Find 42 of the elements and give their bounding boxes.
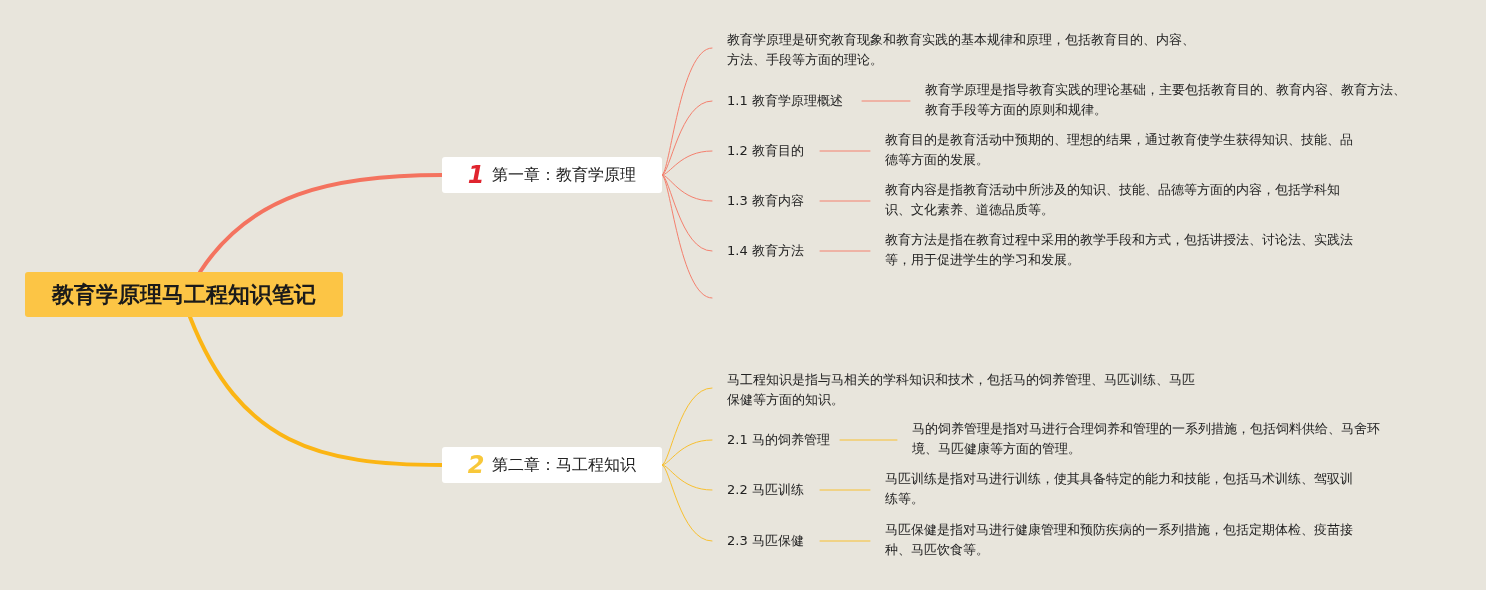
branch-line xyxy=(661,464,713,491)
description-text: 马匹训练是指对马进行训练，使其具备特定的能力和技能，包括马术训练、驾驭训练等。 xyxy=(870,469,1355,511)
subtopic-label: 1.4 教育方法 xyxy=(712,240,820,262)
connector-line xyxy=(861,100,911,102)
connector-line xyxy=(839,439,898,441)
subtopic-label: 2.2 马匹训练 xyxy=(712,479,820,501)
connector-line xyxy=(819,540,871,542)
connector-line xyxy=(819,150,871,152)
note-text: 马工程知识是指与马相关的学科知识和技术，包括马的饲养管理、马匹训练、马匹保健等方面的知识。 xyxy=(712,370,1202,412)
branch-line xyxy=(661,174,713,299)
topic-box xyxy=(442,157,662,193)
topic-title: 第二章：马工程知识 xyxy=(492,454,637,476)
branch-line xyxy=(661,100,713,176)
branch-line xyxy=(661,174,713,202)
subtopic-label: 1.3 教育内容 xyxy=(712,190,820,212)
branch-line xyxy=(661,150,713,176)
connector-line xyxy=(819,489,871,491)
description-text: 马匹保健是指对马进行健康管理和预防疾病的一系列措施，包括定期体检、疫苗接种、马匹饮食等。 xyxy=(870,520,1355,562)
subtopic-label: 2.1 马的饲养管理 xyxy=(712,429,840,451)
branch-curve xyxy=(188,315,444,467)
connector-line xyxy=(819,250,871,252)
branch-line xyxy=(661,439,713,466)
subtopic-label: 1.1 教育学原理概述 xyxy=(712,90,862,112)
description-text: 教育学原理是指导教育实践的理论基础，主要包括教育目的、教育内容、教育方法、教育手段等方面的原则和规律。 xyxy=(910,80,1410,122)
note-text: 教育学原理是研究教育现象和教育实践的基本规律和原理，包括教育目的、内容、方法、手段等方面的理论。 xyxy=(712,30,1202,72)
branch-line xyxy=(661,464,713,542)
connector-line xyxy=(819,200,871,202)
chapter-number: 2 xyxy=(467,451,485,479)
description-text: 教育目的是教育活动中预期的、理想的结果，通过教育使学生获得知识、技能、品德等方面的发展。 xyxy=(870,130,1355,172)
root-topic-box: 教育学原理马工程知识笔记 xyxy=(25,272,343,317)
description-text: 教育内容是指教育活动中所涉及的知识、技能、品德等方面的内容，包括学科知识、文化素养、道德品质等。 xyxy=(870,180,1355,222)
branch-line xyxy=(661,387,713,466)
description-text: 教育方法是指在教育过程中采用的教学手段和方式，包括讲授法、讨论法、实践法等，用于促进学生的学习和发展。 xyxy=(870,230,1355,272)
topic-title: 第一章：教育学原理 xyxy=(492,164,637,186)
chapter-number: 1 xyxy=(467,161,485,189)
topic-box xyxy=(442,447,662,483)
subtopic-label: 2.3 马匹保健 xyxy=(712,530,820,552)
description-text: 马的饲养管理是指对马进行合理饲养和管理的一系列措施，包括饲料供给、马舍环境、马匹健康等方面的管理。 xyxy=(897,419,1397,461)
branch-line xyxy=(661,174,713,252)
branch-line xyxy=(661,47,713,176)
branch-curve xyxy=(198,173,444,274)
subtopic-label: 1.2 教育目的 xyxy=(712,140,820,162)
